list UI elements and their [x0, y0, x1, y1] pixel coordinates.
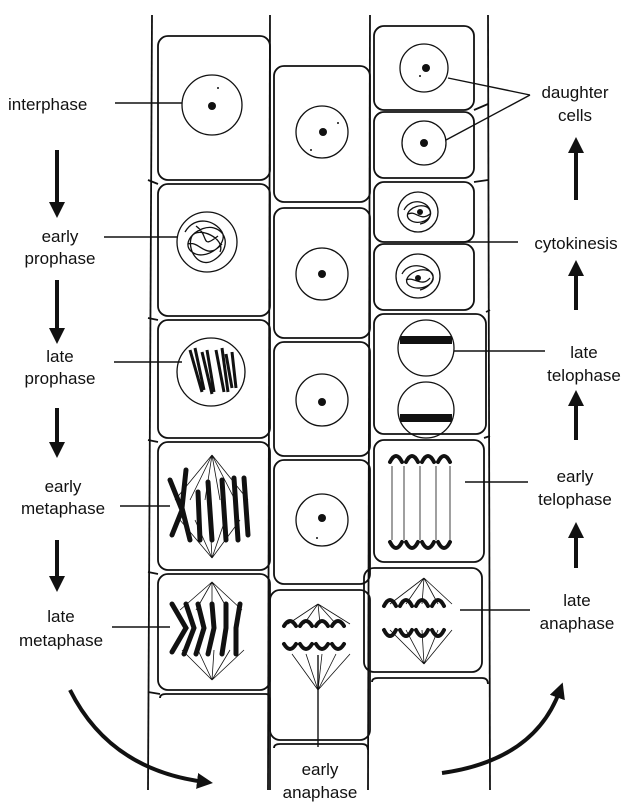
arrow-curve-right: [442, 690, 560, 773]
label-early-prophase-line1: early: [42, 227, 79, 246]
label-late-telophase-line1: late: [570, 343, 597, 362]
middle-interphase-nuclei: [296, 106, 348, 546]
interphase-nucleus: [182, 75, 242, 135]
label-late-anaphase-line1: late: [563, 591, 590, 610]
late-telophase-nuclei: [398, 320, 454, 438]
cell-late-anaphase: [364, 568, 482, 672]
label-early-metaphase-line2: metaphase: [21, 499, 105, 518]
cytokinesis-nuclei: [396, 192, 440, 298]
label-late-telophase-line2: telophase: [547, 366, 621, 385]
label-daughter-cells-line2: cells: [558, 106, 592, 125]
label-late-anaphase-line2: anaphase: [540, 614, 615, 633]
cell-cytokinesis-bottom: [374, 244, 474, 310]
label-early-telophase-line2: telophase: [538, 490, 612, 509]
label-early-metaphase-line1: early: [45, 477, 82, 496]
label-late-prophase-line2: prophase: [25, 369, 96, 388]
cell-early-metaphase: [158, 442, 270, 570]
arrow-curve-left: [70, 690, 205, 782]
late-anaphase-cell: [384, 578, 452, 664]
early-prophase-nucleus: [177, 212, 237, 272]
label-late-prophase-line1: late: [46, 347, 73, 366]
daughter-nuclei: [400, 44, 448, 165]
label-cytokinesis: cytokinesis: [534, 234, 617, 253]
late-metaphase-cell: [172, 582, 244, 680]
cell-early-anaphase: [270, 590, 370, 740]
label-late-metaphase-line1: late: [47, 607, 74, 626]
early-anaphase-cell: [284, 604, 350, 690]
label-early-anaphase-line1: early: [302, 760, 339, 779]
cell-cytokinesis-top: [374, 182, 474, 242]
label-early-telophase-line1: early: [557, 467, 594, 486]
label-early-anaphase-line2: anaphase: [283, 783, 358, 802]
stage-labels: interphase early prophase late prophase …: [8, 83, 621, 802]
early-telophase-cell: [390, 456, 450, 548]
label-early-prophase-line2: prophase: [25, 249, 96, 268]
early-metaphase-cell: [170, 455, 248, 558]
label-late-metaphase-line2: metaphase: [19, 631, 103, 650]
label-daughter-cells-line1: daughter: [541, 83, 608, 102]
label-interphase: interphase: [8, 95, 87, 114]
late-prophase-nucleus: [177, 338, 245, 406]
